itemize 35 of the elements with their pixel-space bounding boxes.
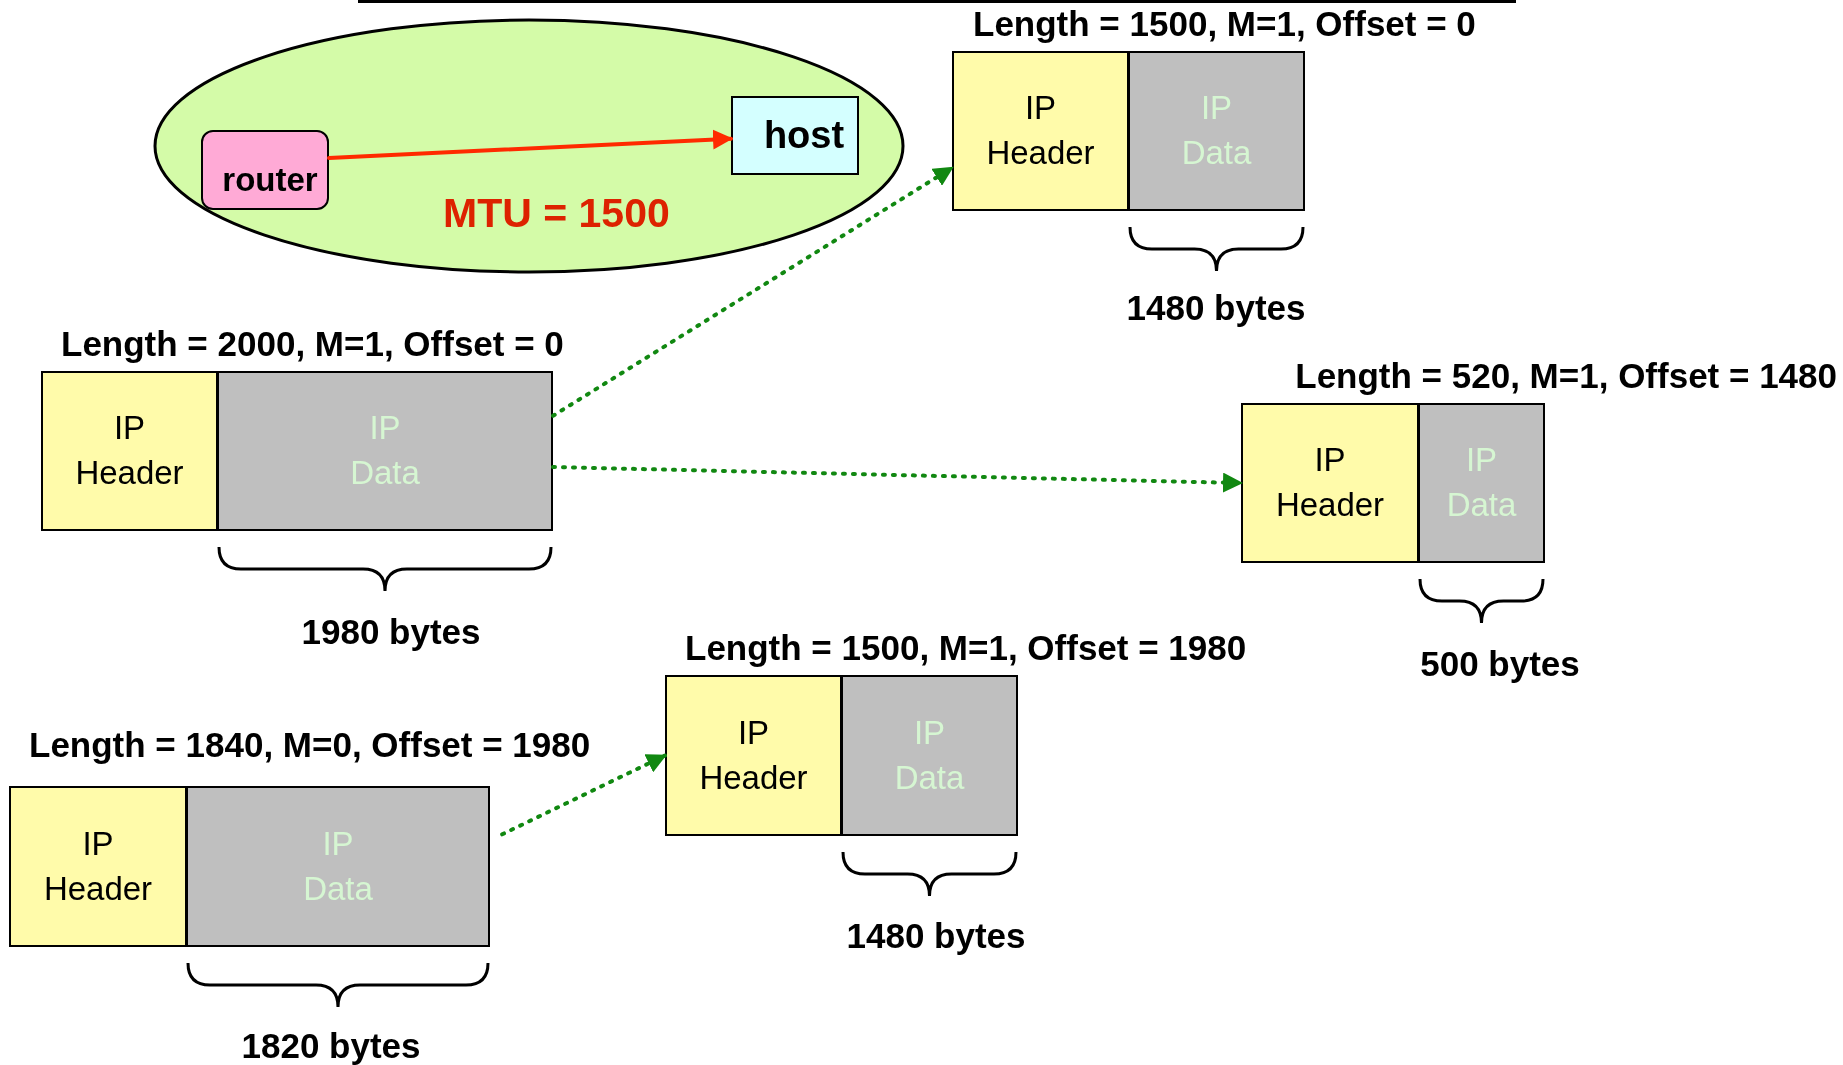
network-ellipse xyxy=(153,18,905,274)
ip-data-box xyxy=(1418,403,1545,563)
ip-data-box xyxy=(186,786,490,947)
host-label: host xyxy=(762,114,845,157)
arrow xyxy=(551,165,954,418)
header-label: IP Header xyxy=(74,408,185,493)
ip-header-box xyxy=(1241,403,1419,563)
byte-count-label: 500 bytes xyxy=(1420,644,1580,684)
arrow xyxy=(327,129,733,160)
mtu-label: MTU = 1500 xyxy=(443,190,670,237)
packet-fields-label: Length = 1840, M=0, Offset = 1980 xyxy=(29,725,591,765)
packet-fields-label: Length = 520, M=1, Offset = 1480 xyxy=(1295,356,1837,396)
router-box xyxy=(201,130,329,210)
byte-count-label: 1820 bytes xyxy=(241,1026,421,1065)
ip-header-box xyxy=(665,675,842,836)
ip-header-box xyxy=(952,51,1129,211)
packet-fields-label: Length = 1500, M=1, Offset = 0 xyxy=(973,4,1476,44)
ip-data-box xyxy=(217,371,553,531)
header-label: IP Header xyxy=(698,712,809,798)
packet-fields-label: Length = 1500, M=1, Offset = 1980 xyxy=(685,628,1247,668)
packet-fields-label: Length = 2000, M=1, Offset = 0 xyxy=(61,324,564,364)
byte-count-label: 1480 bytes xyxy=(1126,288,1306,328)
ip-header-box xyxy=(41,371,218,531)
byte-count-label: 1980 bytes xyxy=(301,612,481,652)
arrow xyxy=(500,753,667,837)
header-label: IP Header xyxy=(1274,440,1386,525)
host-box xyxy=(731,96,859,175)
ip-header-box xyxy=(9,786,187,947)
header-label: IP Header xyxy=(42,823,154,909)
ip-data-box xyxy=(1128,51,1305,211)
header-label: IP Header xyxy=(985,88,1096,173)
router-label: router xyxy=(222,160,318,199)
byte-count-label: 1480 bytes xyxy=(846,916,1026,956)
ip-data-box xyxy=(841,675,1018,836)
arrow xyxy=(551,465,1243,493)
